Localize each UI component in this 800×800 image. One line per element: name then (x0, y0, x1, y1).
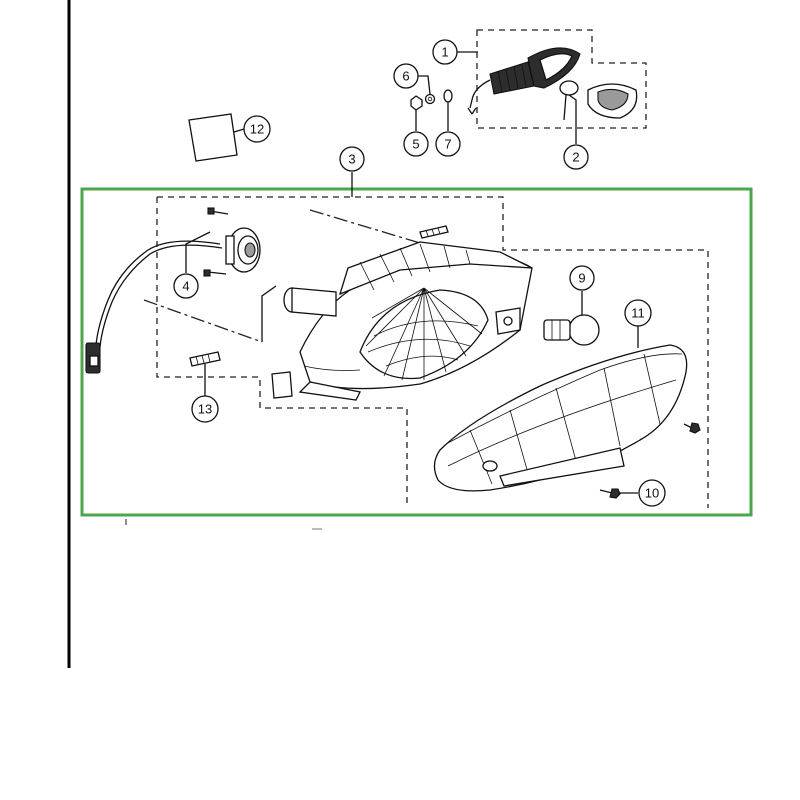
callout-12: 12 (243, 115, 271, 143)
label-sheet-part-12 (188, 113, 238, 162)
callout-6-label: 6 (402, 69, 409, 84)
turn-signal-stalk (489, 61, 535, 95)
callout-2-label: 2 (572, 150, 579, 165)
callout-6: 6 (393, 63, 419, 89)
screw-part-10 (599, 422, 701, 499)
callout-4-label: 4 (182, 279, 189, 294)
callout-11-label: 11 (631, 306, 645, 321)
small-hardware (410, 89, 453, 111)
callout-4: 4 (173, 273, 199, 299)
callout-3-label: 3 (348, 152, 355, 167)
alignment-line-2 (143, 299, 263, 343)
callout-10: 10 (638, 479, 666, 507)
callout-13-label: 13 (198, 402, 212, 417)
clip-top (419, 225, 449, 239)
callout-5: 5 (403, 131, 429, 157)
callout-13: 13 (191, 395, 219, 423)
washer-part-6 (424, 93, 436, 105)
callout-10-label: 10 (645, 486, 659, 501)
callout-3: 3 (339, 146, 365, 172)
callout-11: 11 (624, 299, 652, 327)
nut-part-5 (410, 95, 423, 111)
callout-9-label: 9 (578, 271, 585, 286)
callout-5-label: 5 (412, 137, 419, 152)
highlighted-assembly-box (80, 187, 753, 517)
headlamp-housing-part-3 (271, 241, 533, 401)
headlamp-group-boundary (157, 196, 709, 508)
callout-1-label: 1 (441, 45, 448, 60)
turn-signal-group-boundary (476, 29, 647, 129)
leader-lines (185, 51, 639, 494)
headlamp-lens-part-11 (433, 344, 688, 492)
washer-part-7 (443, 89, 453, 103)
clip-part-13 (189, 351, 221, 367)
bulb-socket-wire-part-4 (85, 207, 261, 374)
callout-12-label: 12 (250, 122, 264, 137)
callout-2: 2 (563, 144, 589, 170)
callout-1: 1 (432, 39, 458, 65)
callout-9: 9 (569, 265, 595, 291)
callout-7-label: 7 (444, 137, 451, 152)
turn-signal-assembly (467, 29, 647, 129)
callout-7: 7 (435, 131, 461, 157)
bulb-part-9 (543, 314, 600, 346)
